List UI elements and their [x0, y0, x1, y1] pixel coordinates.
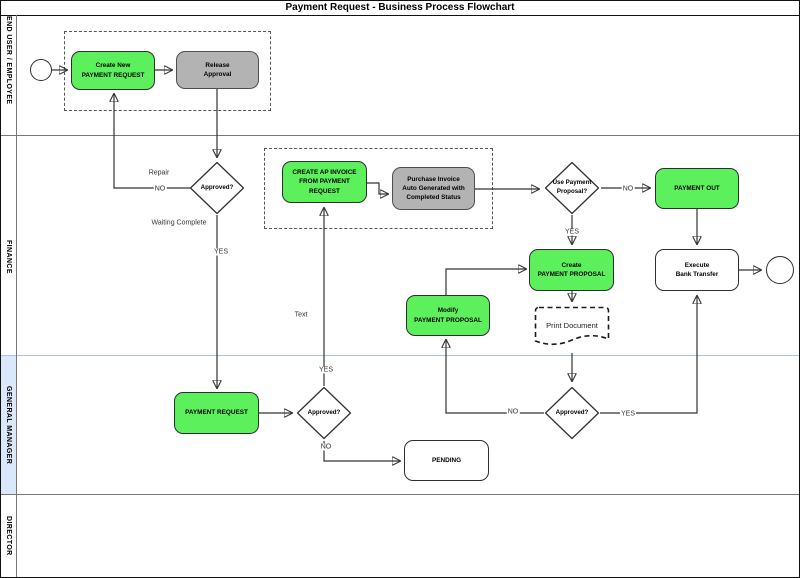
node-modify-payment-proposal[interactable]: Modify PAYMENT PROPOSAL — [406, 295, 490, 336]
node-create-ap-invoice[interactable]: CREATE AP INVOICE FROM PAYMENT REQUEST — [282, 161, 367, 203]
start-event[interactable] — [30, 59, 52, 81]
lane-label-end-user: END USER / EMPLOYEE — [5, 15, 12, 105]
pool-title: Payment Request - Business Process Flowc… — [1, 1, 799, 16]
decision-label: Use Payment Proposal? — [552, 179, 592, 195]
lane-separator-3 — [1, 494, 799, 495]
decision-label: Approved? — [200, 183, 234, 191]
edge-label-repair: Repair — [147, 169, 171, 177]
edge-label-waiting-complete: Waiting Complete — [150, 219, 208, 227]
lane-label-general-manager: GENERAL MANAGER — [5, 385, 12, 465]
edge-label-finance-yes: YES — [212, 248, 230, 256]
edge-label-finance-no: NO — [153, 185, 167, 193]
edge-approved-gm-right-no-to-modify-proposal — [446, 340, 544, 414]
document-shape — [534, 306, 610, 346]
edge-label-text: Text — [293, 311, 309, 319]
lane-end-user: END USER / EMPLOYEE — [1, 15, 16, 105]
diamond-shape — [544, 161, 600, 215]
node-approved-gm-right[interactable]: Approved? — [544, 386, 600, 440]
lane-label-finance: FINANCE — [5, 240, 12, 274]
lane-director: DIRECTOR — [1, 495, 16, 577]
lane-separator-2 — [1, 355, 799, 356]
print-document-label: Print Document — [546, 320, 598, 330]
edge-label-proposal-yes: YES — [563, 228, 581, 236]
node-approved-gm-left[interactable]: Approved? — [296, 386, 352, 440]
lane-finance: FINANCE — [1, 201, 16, 313]
node-release-approval[interactable]: Release Approval — [176, 51, 259, 89]
node-print-document[interactable]: Print Document — [534, 306, 610, 352]
edge-label-proposal-no: NO — [621, 185, 635, 193]
diamond-shape — [189, 161, 245, 215]
node-pending[interactable]: PENDING — [404, 440, 489, 481]
edge-approved-gm-left-no-to-pending — [323, 441, 400, 461]
node-purchase-invoice-auto[interactable]: Purchase Invoice Auto Generated with Com… — [392, 167, 475, 210]
edge-label-gm-right-no: NO — [506, 408, 520, 416]
diamond-shape — [544, 386, 600, 440]
node-use-payment-proposal[interactable]: Use Payment Proposal? — [544, 161, 600, 215]
lane-separator-1 — [1, 135, 799, 136]
edge-label-gm-left-no: NO — [319, 443, 333, 451]
lane-label-column-separator — [16, 15, 17, 577]
lane-label-director: DIRECTOR — [5, 516, 12, 556]
diamond-shape — [296, 386, 352, 440]
node-execute-bank-transfer[interactable]: Execute Bank Transfer — [655, 249, 739, 291]
node-create-payment-proposal[interactable]: Create PAYMENT PROPOSAL — [529, 249, 614, 291]
end-event[interactable] — [766, 256, 794, 284]
node-payment-out[interactable]: PAYMENT OUT — [655, 168, 739, 209]
edge-label-gm-right-yes: YES — [619, 410, 637, 418]
node-payment-request[interactable]: PAYMENT REQUEST — [174, 392, 259, 434]
decision-label: Approved? — [555, 408, 589, 416]
decision-label: Approved? — [307, 408, 341, 416]
edge-label-gm-left-yes: YES — [317, 366, 335, 374]
node-create-new-payment-request[interactable]: Create New PAYMENT REQUEST — [71, 51, 155, 90]
edge-modify-proposal-to-create-proposal — [445, 269, 526, 295]
lane-general-manager: GENERAL MANAGER — [1, 356, 16, 494]
node-approved-finance[interactable]: Approved? — [189, 161, 245, 215]
